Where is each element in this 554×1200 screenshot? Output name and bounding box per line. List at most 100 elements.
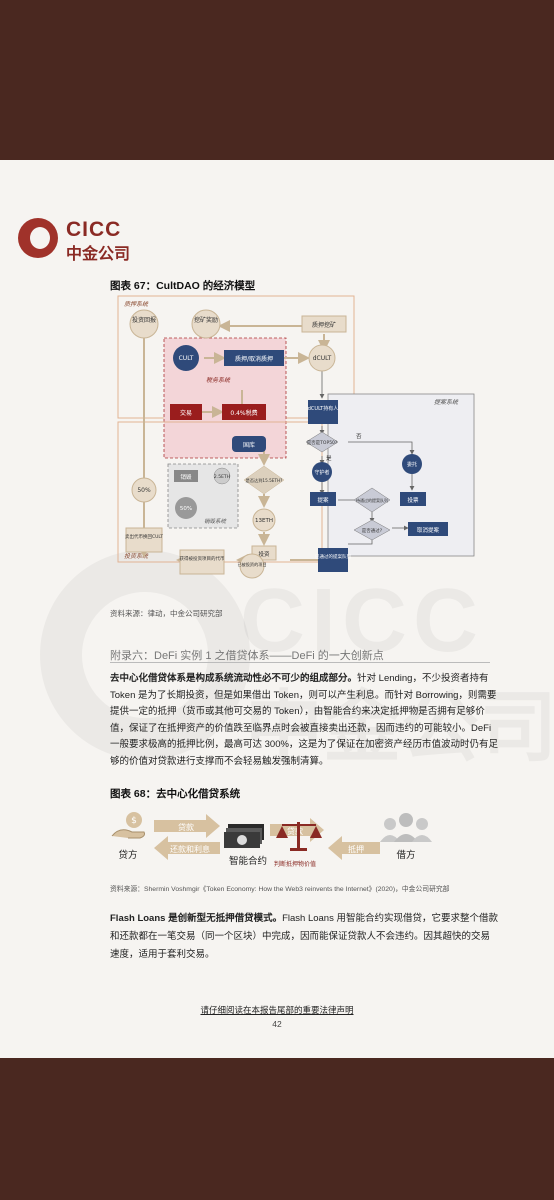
invest-return-label: 投资回报 — [132, 316, 156, 324]
mining-reward-node — [191, 309, 221, 339]
tax-fee-label: 0.4%税费 — [230, 409, 257, 417]
eth13-label: 13ETH — [255, 518, 273, 524]
no-label: 否 — [356, 433, 362, 440]
figure-68-title: 图表 68：去中心化借贷系统 — [110, 788, 241, 800]
appendix-title: 附录六：DeFi 实例 1 之借贷体系——DeFi 的一大创新点 — [110, 650, 384, 662]
dcult-holder-label: dCULT持有人 — [308, 405, 338, 412]
sell-token-node — [125, 527, 163, 553]
top-background — [0, 0, 554, 160]
pct50-left-label: 50% — [137, 487, 151, 494]
document-page: CICC 中金公司 CICC 中金公司 图表 67：CultDAO 的经济模型 … — [0, 160, 554, 1058]
passed-node — [353, 519, 391, 541]
paragraph-flash-lead: Flash Loans 是创新型无抵押借贷模式。 — [110, 913, 283, 924]
stake-unstake-label: 质押/取消质押 — [235, 355, 273, 363]
cancel-node — [408, 522, 448, 536]
judge-label: 判断抵押物价值 — [274, 860, 316, 868]
treasury-label: 国库 — [243, 441, 255, 449]
invested-project-label: 已被投资的项目 — [237, 561, 266, 568]
top50-node — [305, 431, 339, 453]
delegate-label: 委托 — [407, 461, 417, 468]
pct50-mid-label: 50% — [180, 506, 192, 512]
pending-label: 待通过的提案队列 — [356, 497, 388, 503]
burn-group-label: 销毁系统 — [204, 518, 228, 525]
figure-67-title: 图表 67：CultDAO 的经济模型 — [110, 280, 256, 292]
proposal-group-label: 提案系统 — [434, 398, 459, 406]
invest-label: 投资 — [258, 550, 270, 558]
logo-text-en: CICC — [66, 218, 122, 241]
logo-text-cn: 中金公司 — [66, 246, 131, 263]
svg-text:$: $ — [131, 816, 137, 826]
reach15-node — [243, 465, 285, 495]
dcult-node — [308, 344, 336, 372]
collateral-arrow — [328, 836, 380, 860]
treasury-node — [232, 436, 266, 452]
yes-label: 是 — [326, 455, 332, 462]
scale-icon — [276, 822, 322, 851]
pct50-left-node — [131, 477, 157, 503]
trade-node — [170, 404, 202, 420]
proposal-group — [327, 393, 475, 557]
loan2-arrow-label: 贷款 — [287, 826, 303, 836]
cult-label: CULT — [179, 355, 194, 362]
legal-notice: 请仔细阅读在本报告尾部的重要法律声明 — [200, 1005, 354, 1015]
burn-node — [174, 470, 198, 482]
proposal-node — [310, 492, 336, 506]
sell-token-label: 卖出代币换回CULT — [125, 533, 163, 540]
bottom-background — [0, 1058, 554, 1200]
loan-arrow — [154, 814, 220, 838]
dcult-label: dCULT — [313, 355, 332, 362]
guardian-label: 守护者 — [314, 469, 329, 476]
collateral-arrow-label: 抵押 — [348, 844, 364, 854]
eth25-label: 2.5ETH — [214, 474, 230, 480]
stake-unstake-node — [224, 350, 284, 366]
pct50-mid-node — [175, 497, 197, 519]
lender-label: 贷方 — [118, 849, 137, 861]
passed-label: 是否通过? — [362, 527, 383, 534]
loan-arrow-label: 贷款 — [178, 822, 194, 832]
repay-arrow-label: 还款和利息 — [170, 844, 210, 854]
reach15-label: 是否达到15.5ETH? — [246, 477, 283, 484]
mining-reward-label: 挖矿奖励 — [194, 316, 218, 324]
invested-project-node — [239, 553, 265, 579]
investment-group-label: 投资系统 — [124, 552, 149, 560]
cultdao-diagram: 质押系统 税务系统 提案系统 投资系统 销毁系统 — [117, 295, 475, 579]
trade-label: 交易 — [180, 409, 192, 417]
eth25-node — [213, 467, 231, 485]
vote-label: 投票 — [407, 496, 419, 504]
delegate-node — [402, 454, 422, 474]
cicc-logo-icon — [18, 218, 58, 258]
tax-fee-node — [222, 404, 266, 420]
cult-node — [173, 345, 199, 371]
cancel-label: 取消提案 — [417, 526, 440, 534]
paragraph-lending-lead: 去中心化借贷体系是构成系统流动性必不可少的组成部分。 — [110, 673, 358, 684]
paragraph-lending-body: 针对 Lending，不少投资者持有 Token 是为了长期投资，但是如果借出 … — [110, 673, 498, 767]
stake-mining-node — [301, 315, 347, 333]
pending-node — [353, 487, 391, 513]
borrower-icon — [380, 813, 432, 842]
proposal-label: 提案 — [317, 496, 329, 504]
paragraph-flash-body: Flash Loans 用智能合约实现借贷，它要求整个借款和还款都在一笔交易（同… — [110, 913, 498, 960]
lending-diagram: $ 贷方 贷款 还款和利息 智能合约 贷款 抵押 判断抵押物价值 — [111, 812, 432, 868]
invest-return-node — [129, 309, 159, 339]
figure-68-source: 资料来源：Shermin Voshmgir《Token Economy: How… — [110, 886, 450, 893]
eth13-node — [252, 508, 276, 532]
borrower-label: 借方 — [396, 849, 415, 861]
staking-group-label: 质押系统 — [124, 300, 149, 308]
guardian-node — [312, 462, 332, 482]
obtain-token-node — [179, 549, 225, 575]
contract-label: 智能合约 — [229, 855, 267, 867]
burn-label: 销毁 — [180, 473, 192, 481]
lender-icon: $ — [111, 812, 145, 839]
paragraph-flash-loans: Flash Loans 是创新型无抵押借贷模式。Flash Loans 用智能合… — [110, 910, 498, 964]
top50-label: 是否是TOP50? — [307, 440, 338, 446]
paragraph-lending: 去中心化借贷体系是构成系统流动性必不可少的组成部分。针对 Lending，不少投… — [110, 671, 498, 771]
approved-queue-label: 已通过的提案队列 — [315, 553, 351, 560]
page-number: 42 — [272, 1019, 282, 1029]
obtain-token-label: 获得被投资项目的代币 — [180, 555, 225, 562]
smart-contract-icon — [224, 824, 264, 848]
appendix-divider — [110, 662, 490, 663]
stake-mining-label: 质押挖矿 — [312, 321, 336, 329]
tax-group-label: 税务系统 — [206, 376, 231, 384]
repay-arrow — [154, 836, 220, 860]
vote-node — [400, 492, 426, 506]
